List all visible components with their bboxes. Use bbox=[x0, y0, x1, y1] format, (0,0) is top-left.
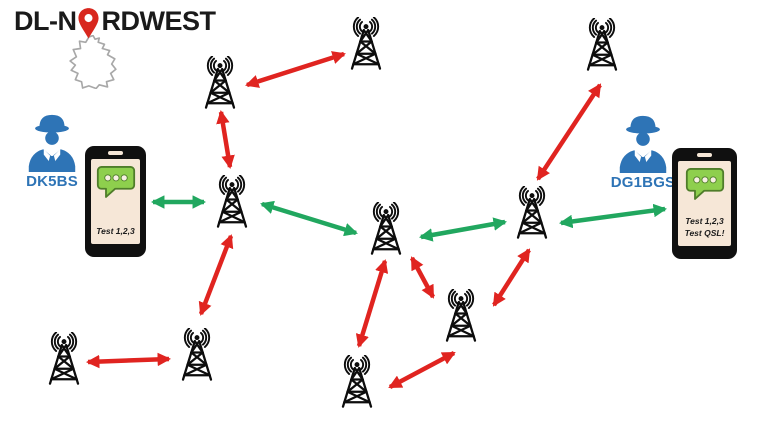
radio-tower-icon bbox=[48, 332, 80, 385]
radio-tower-icon bbox=[586, 18, 618, 71]
tower-1 bbox=[192, 56, 248, 112]
link-tower-1-tower-2 bbox=[245, 51, 346, 88]
phone-speaker bbox=[697, 153, 712, 157]
radio-tower-icon bbox=[370, 202, 402, 255]
spy-operator-icon bbox=[619, 115, 667, 173]
tower-5 bbox=[358, 202, 414, 258]
message-line: Test 1,2,3 bbox=[96, 225, 135, 236]
tower-4 bbox=[204, 175, 260, 231]
tower-10 bbox=[36, 332, 92, 388]
link-tower-6-phone-right bbox=[558, 203, 668, 229]
tower-9 bbox=[169, 328, 225, 384]
phone-right: Test 1,2,3 Test QSL! bbox=[672, 148, 737, 259]
logo-dl-nordwest: DL-N RDWEST bbox=[14, 6, 216, 40]
link-tower-4-tower-5 bbox=[260, 200, 358, 237]
tower-6 bbox=[504, 186, 560, 242]
link-tower-6-tower-3 bbox=[536, 83, 602, 181]
phone-left-screen: Test 1,2,3 bbox=[91, 159, 140, 244]
radio-tower-icon bbox=[350, 17, 382, 70]
callsign-right: DG1BGS bbox=[610, 174, 676, 191]
message-line: Test 1,2,3 bbox=[685, 216, 724, 227]
logo-text-prefix: DL-N bbox=[14, 6, 77, 36]
tower-2 bbox=[338, 17, 394, 73]
operator-left: DK5BS bbox=[20, 112, 84, 190]
link-tower-5-tower-7 bbox=[410, 256, 435, 299]
radio-tower-icon bbox=[341, 355, 373, 408]
radio-tower-icon bbox=[445, 289, 477, 342]
radio-tower-icon bbox=[216, 175, 248, 228]
germany-map-outline-icon bbox=[69, 35, 117, 89]
link-tower-10-tower-9 bbox=[85, 352, 172, 369]
tower-7 bbox=[433, 289, 489, 345]
link-tower-1-tower-4 bbox=[216, 110, 235, 169]
link-tower-9-tower-4 bbox=[198, 234, 234, 316]
tower-3 bbox=[574, 18, 630, 74]
phone-right-screen: Test 1,2,3 Test QSL! bbox=[678, 161, 731, 246]
spy-operator-icon bbox=[28, 114, 76, 172]
chat-bubble-icon bbox=[685, 168, 724, 200]
radio-tower-icon bbox=[516, 186, 548, 239]
operator-right: DG1BGS bbox=[611, 113, 675, 191]
link-tower-5-tower-8 bbox=[355, 259, 389, 348]
callsign-left: DK5BS bbox=[26, 173, 78, 190]
message-line: Test QSL! bbox=[684, 227, 725, 238]
radio-tower-icon bbox=[204, 56, 236, 109]
radio-tower-icon bbox=[181, 328, 213, 381]
phone-left: Test 1,2,3 bbox=[85, 146, 146, 257]
link-tower-5-tower-6 bbox=[419, 217, 507, 242]
chat-bubble-icon bbox=[96, 166, 135, 198]
tower-8 bbox=[329, 355, 385, 411]
location-pin-icon bbox=[78, 8, 100, 39]
link-tower-7-tower-6 bbox=[492, 248, 531, 307]
link-tower-8-tower-7 bbox=[388, 351, 456, 389]
logo-text-suffix: RDWEST bbox=[101, 6, 216, 36]
phone-speaker bbox=[108, 151, 123, 155]
